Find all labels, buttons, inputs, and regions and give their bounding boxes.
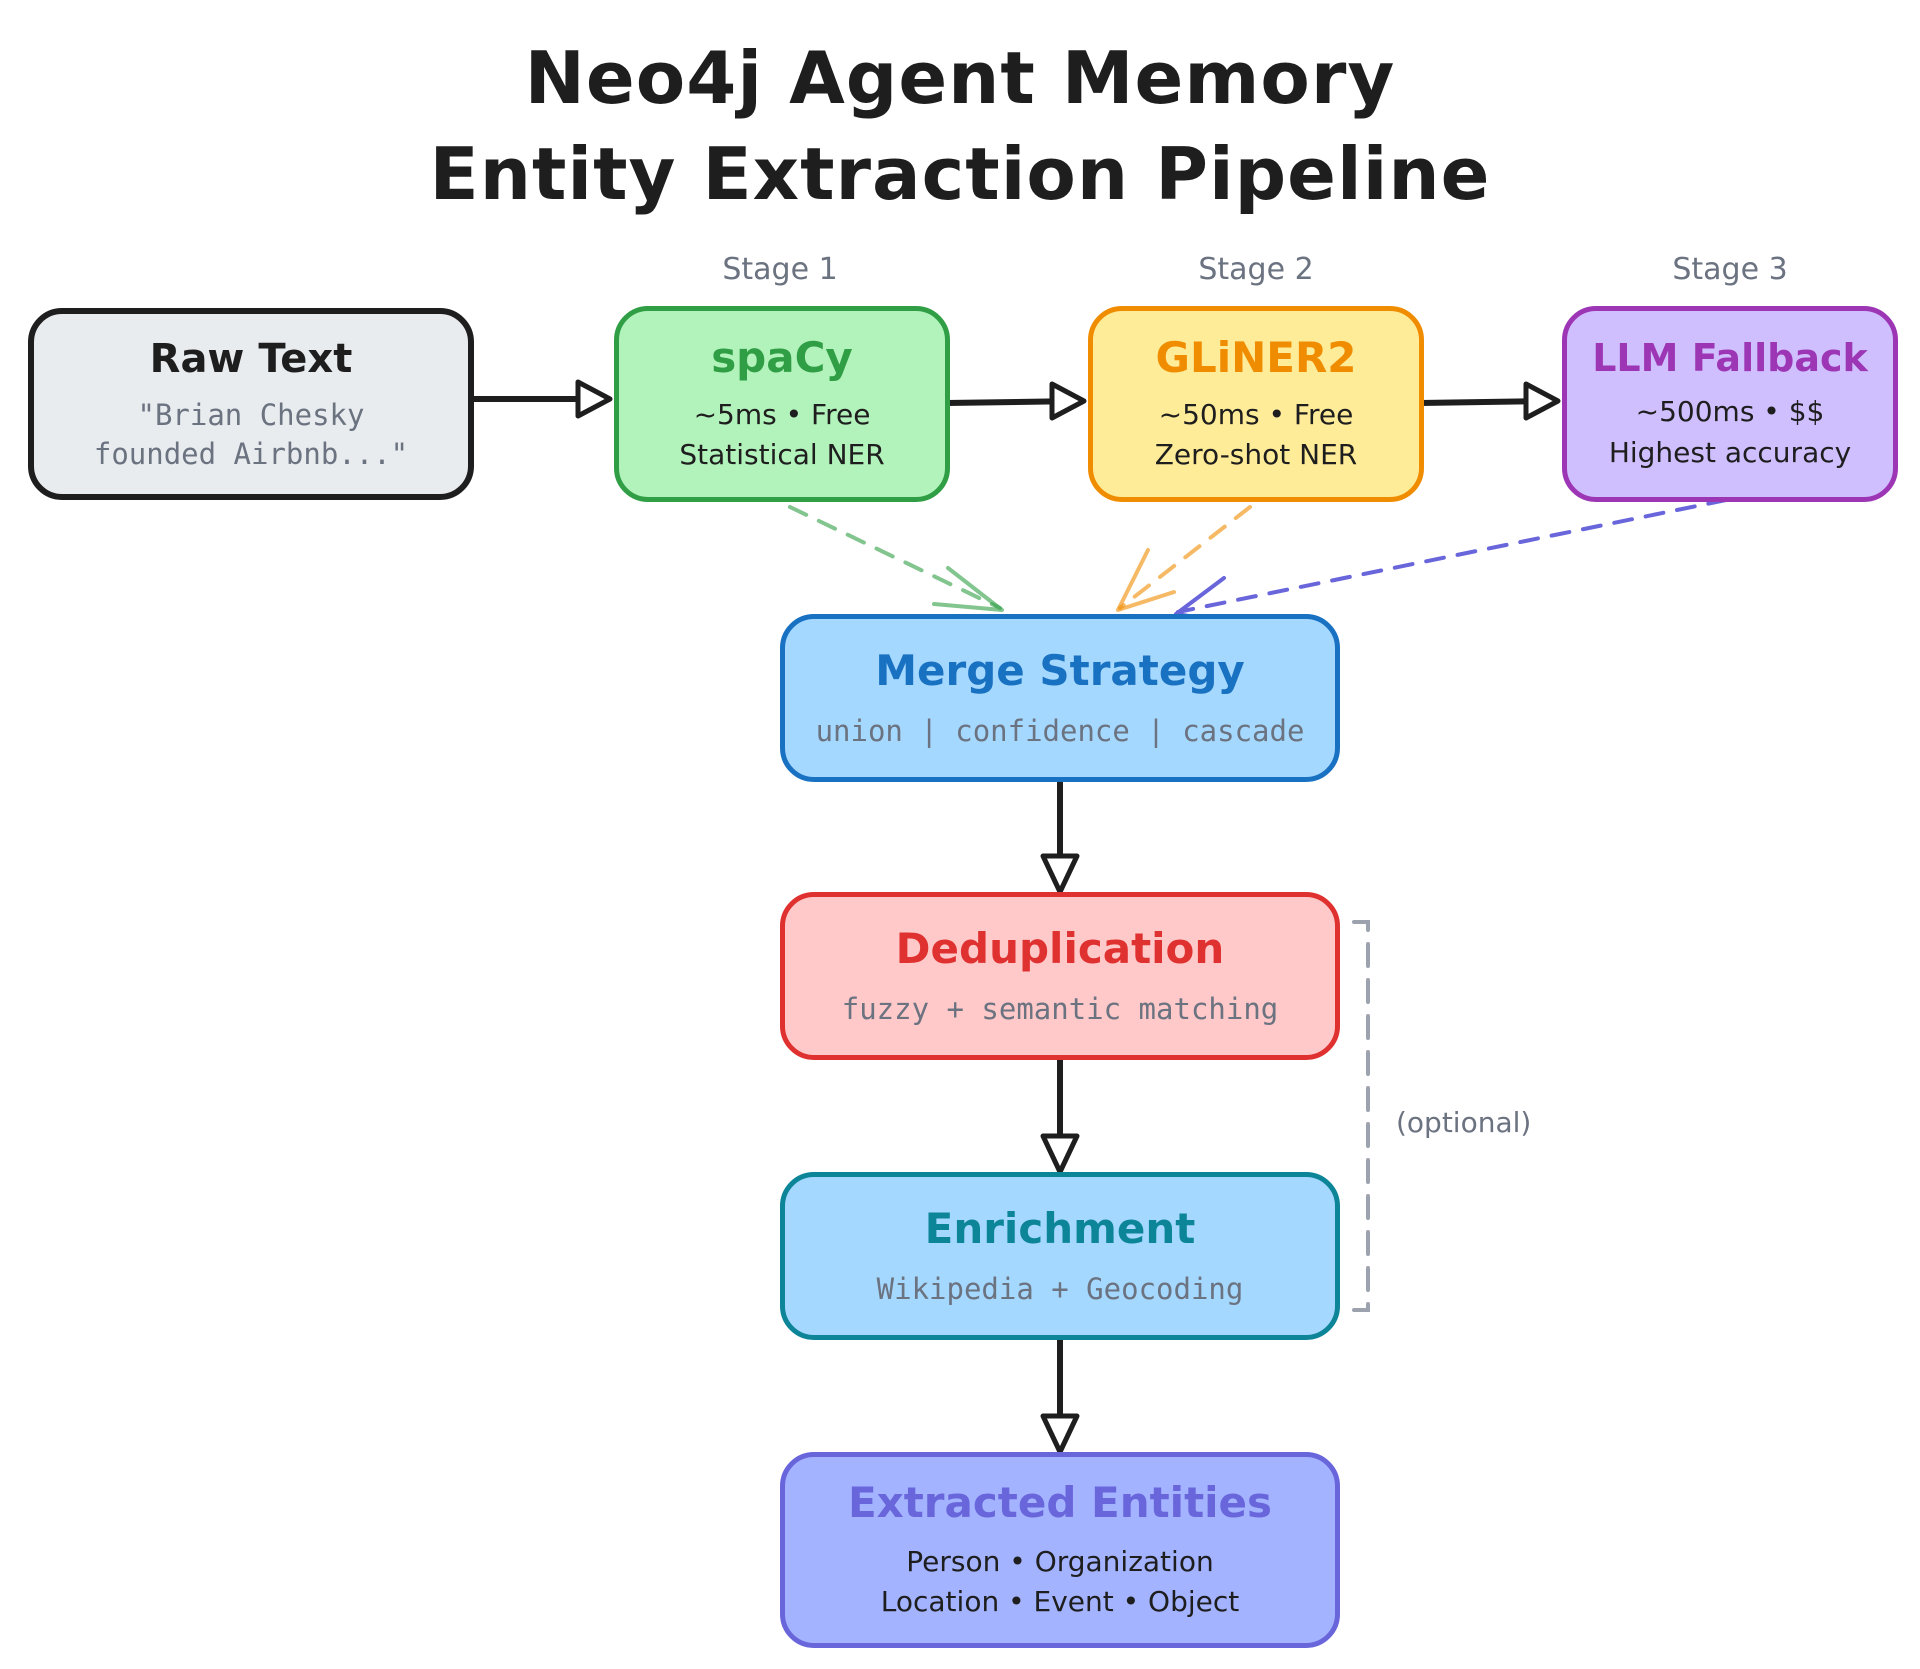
- optional-label: (optional): [1396, 1106, 1532, 1139]
- title-line-2: Entity Extraction Pipeline: [429, 132, 1491, 216]
- deduplication-detail: fuzzy + semantic matching: [841, 991, 1279, 1026]
- dashed-arrowhead-spacy: [932, 566, 1004, 612]
- enrichment-node: Enrichment Wikipedia + Geocoding: [780, 1172, 1340, 1340]
- spacy-node: spaCy ~5ms • Free Statistical NER: [614, 306, 950, 502]
- dashed-arrow-spacy-to-merge: [788, 505, 1002, 610]
- extracted-entities-line-1: Person • Organization: [906, 1544, 1214, 1578]
- llm-fallback-line-2: Highest accuracy: [1608, 435, 1852, 469]
- arrowhead-enrich-to-entities: [1040, 1413, 1080, 1455]
- dashed-arrow-gliner-to-merge: [1118, 505, 1252, 610]
- spacy-line-2: Statistical NER: [679, 438, 885, 472]
- merge-strategy-detail: union | confidence | cascade: [815, 713, 1305, 748]
- arrowhead-merge-to-dedup: [1040, 853, 1080, 895]
- llm-fallback-node: LLM Fallback ~500ms • $$ Highest accurac…: [1562, 306, 1898, 502]
- extracted-entities-node: Extracted Entities Person • Organization…: [780, 1452, 1340, 1648]
- merge-strategy-node: Merge Strategy union | confidence | casc…: [780, 614, 1340, 782]
- enrichment-detail: Wikipedia + Geocoding: [876, 1271, 1244, 1306]
- stage-3-label: Stage 3: [1672, 252, 1788, 287]
- raw-text-line-2: founded Airbnb...": [93, 437, 409, 471]
- raw-text-name: Raw Text: [149, 335, 353, 382]
- extracted-entities-line-2: Location • Event • Object: [880, 1585, 1240, 1619]
- llm-fallback-name: LLM Fallback: [1592, 335, 1868, 380]
- optional-bracket: [1352, 920, 1370, 1312]
- arrowhead-dedup-to-enrich: [1040, 1133, 1080, 1175]
- stage-2-label: Stage 2: [1198, 252, 1314, 287]
- deduplication-name: Deduplication: [895, 924, 1225, 974]
- spacy-name: spaCy: [711, 333, 853, 383]
- extracted-entities-name: Extracted Entities: [847, 1478, 1273, 1528]
- raw-text-node: Raw Text "Brian Chesky founded Airbnb...…: [28, 308, 474, 500]
- gliner-node: GLiNER2 ~50ms • Free Zero-shot NER: [1088, 306, 1424, 502]
- dashed-arrow-llm-to-merge: [1176, 498, 1728, 614]
- arrowhead-spacy-to-gliner: [1049, 381, 1087, 421]
- arrowhead-gliner-to-llm: [1523, 381, 1561, 421]
- enrichment-name: Enrichment: [924, 1204, 1196, 1254]
- spacy-line-1: ~5ms • Free: [693, 397, 871, 431]
- title-line-1: Neo4j Agent Memory: [524, 36, 1396, 120]
- deduplication-node: Deduplication fuzzy + semantic matching: [780, 892, 1340, 1060]
- llm-fallback-line-1: ~500ms • $$: [1635, 395, 1825, 429]
- gliner-name: GLiNER2: [1155, 333, 1357, 383]
- raw-text-line-1: "Brian Chesky: [137, 397, 365, 432]
- dashed-arrowhead-gliner: [1116, 548, 1176, 612]
- gliner-line-1: ~50ms • Free: [1158, 397, 1354, 431]
- gliner-line-2: Zero-shot NER: [1154, 438, 1358, 472]
- merge-strategy-name: Merge Strategy: [875, 646, 1245, 696]
- stage-1-label: Stage 1: [722, 252, 838, 287]
- arrowhead-raw-to-spacy: [575, 379, 613, 419]
